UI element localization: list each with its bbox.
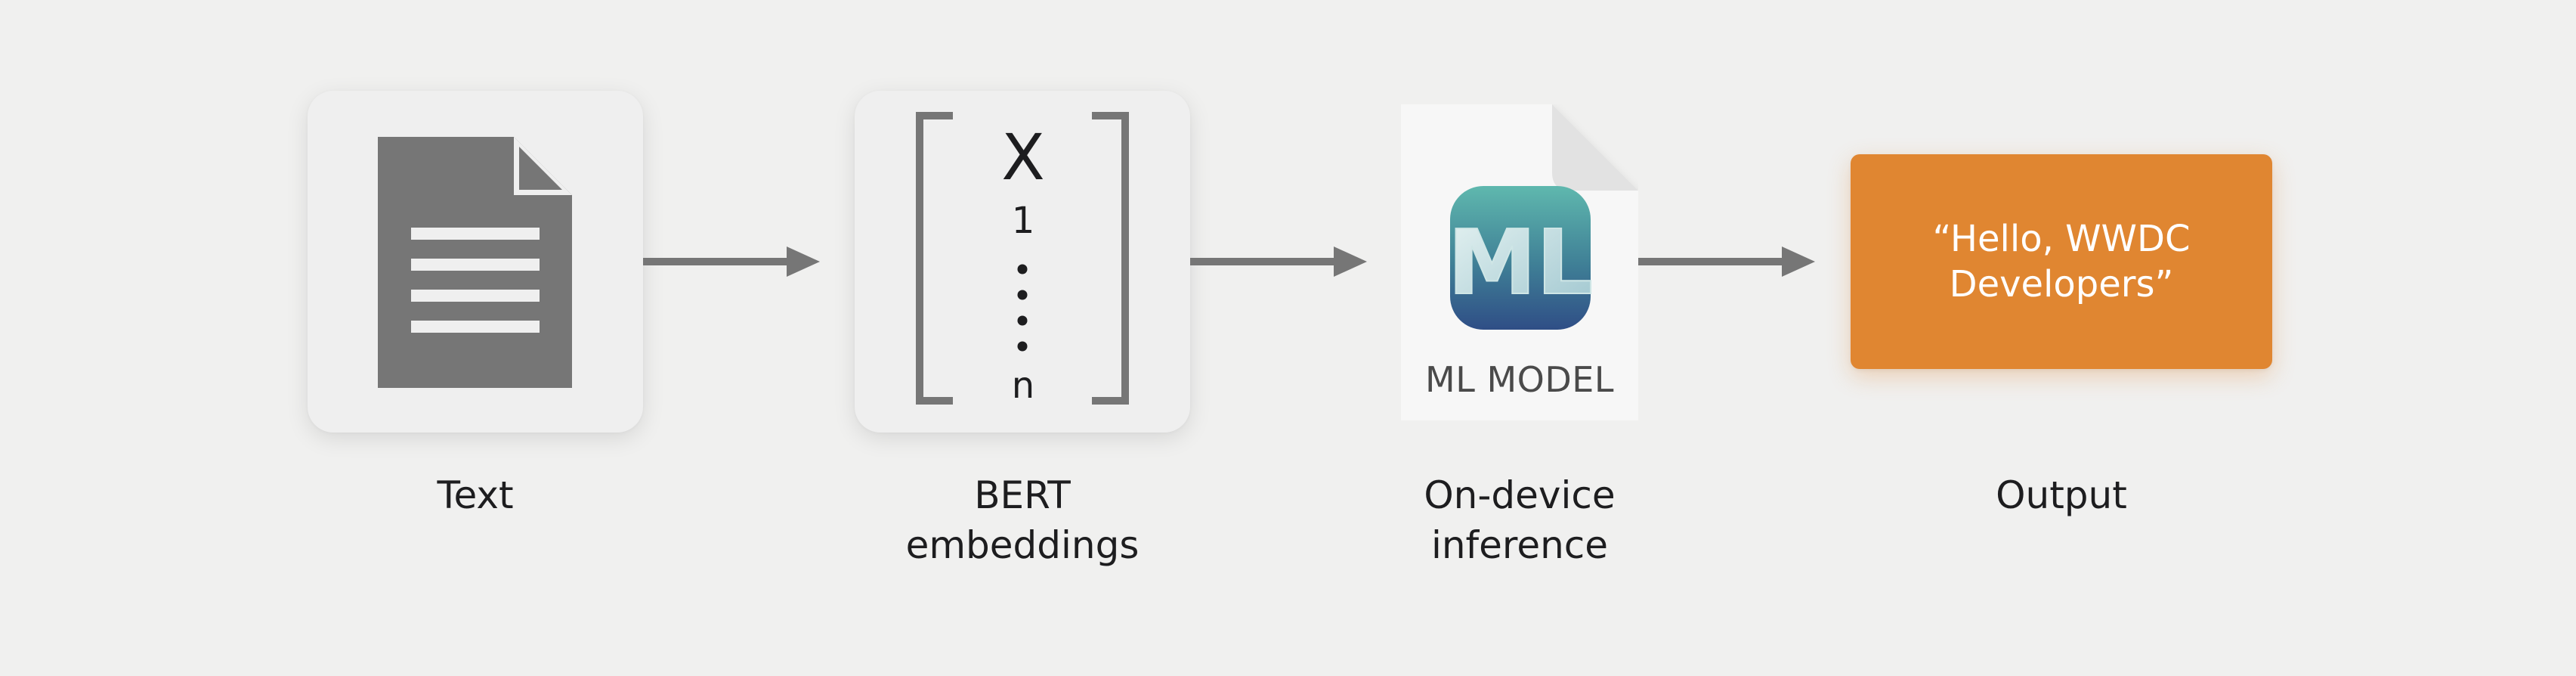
ml-model-caption: ML MODEL (1425, 359, 1614, 400)
ml-model-file-icon: ML (1401, 104, 1638, 420)
vector-symbol: X (1001, 120, 1045, 194)
step-label-output: Output (1996, 473, 2127, 517)
document-icon (378, 137, 572, 388)
step-label-bert: BERT embeddings (905, 473, 1140, 567)
vector-index-last: n (1011, 364, 1035, 407)
vector-index-first: 1 (1011, 200, 1035, 242)
arrow-right-icon (643, 247, 820, 277)
arrow-right-icon (1638, 247, 1815, 277)
bert-card (855, 91, 1190, 433)
text-card (308, 91, 643, 433)
output-box: “Hello, WWDC Developers” (1851, 154, 2272, 369)
ml-badge (1450, 186, 1591, 330)
ml-badge-text: ML (1448, 210, 1594, 315)
step-label-inference: On-device inference (1424, 473, 1616, 567)
vector-bracket-icon (916, 112, 1129, 405)
step-label-text: Text (437, 473, 514, 517)
output-text: “Hello, WWDC Developers” (1932, 218, 2191, 305)
arrow-right-icon (1190, 247, 1367, 277)
